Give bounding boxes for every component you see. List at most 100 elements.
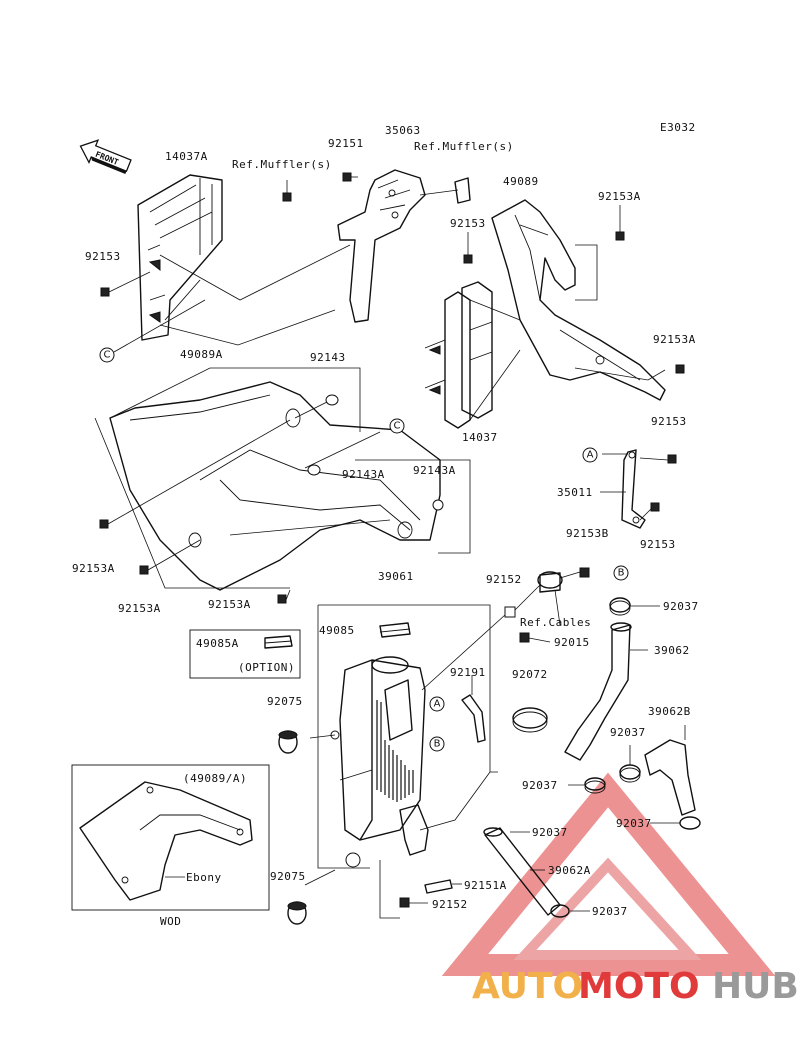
label-92152-top: 92152	[486, 573, 522, 586]
bolt-92151	[342, 172, 358, 182]
watermark-text: AUTO MOTO HUB	[472, 966, 799, 1007]
part-labels: 14037A 92151 35063 Ref.Muffler(s) Ref.Mu…	[72, 124, 699, 928]
label-49089A-ref: (49089/A)	[183, 772, 247, 785]
label-ref-cables: Ref.Cables	[520, 616, 591, 629]
label-92037-r1: 92037	[663, 600, 699, 613]
callout-b-right	[613, 565, 629, 581]
label-14037A: 14037A	[165, 150, 208, 163]
svg-text:B: B	[618, 568, 625, 579]
label-ebony: Ebony	[186, 871, 222, 884]
label-92153A-top: 92153A	[598, 190, 641, 203]
watermark-hub: HUB	[712, 966, 799, 1007]
label-92015: 92015	[554, 636, 590, 649]
watermark-logo	[441, 772, 776, 976]
svg-text:A: A	[434, 699, 441, 710]
bolt-92151A	[424, 879, 462, 894]
label-92143A-2: 92143A	[413, 464, 456, 477]
hose-92191	[461, 675, 486, 743]
callout-b-radiator	[429, 736, 445, 752]
label-49085: 49085	[319, 624, 355, 637]
label-92153A-r2: 92153A	[653, 333, 696, 346]
label-92143: 92143	[310, 351, 346, 364]
svg-text:B: B	[434, 739, 441, 750]
label-92153-r4: 92153	[640, 538, 676, 551]
bolt-92153-r4	[650, 502, 660, 512]
label-39062A: 39062A	[548, 864, 591, 877]
svg-text:A: A	[587, 450, 594, 461]
label-ref-muffler-2: Ref.Muffler(s)	[414, 140, 514, 153]
label-92152-b: 92152	[432, 898, 468, 911]
label-92075-2: 92075	[270, 870, 306, 883]
shroud-49089	[491, 199, 666, 401]
label-39062: 39062	[654, 644, 690, 657]
hose-39062	[564, 622, 648, 761]
clip-92015	[519, 632, 530, 643]
bolt-92153A-top	[615, 231, 625, 241]
bolt-92152-bottom	[399, 897, 428, 908]
callout-a-radiator	[429, 696, 445, 712]
bolt-92153A-l2	[139, 565, 149, 575]
label-92072: 92072	[512, 668, 548, 681]
label-39061: 39061	[378, 570, 414, 583]
label-92153A-l1: 92153A	[72, 562, 115, 575]
diagram-code: E3032	[660, 121, 696, 134]
label-49089: 49089	[503, 175, 539, 188]
callout-c-mid	[389, 418, 405, 434]
bolt-92153-mid	[463, 254, 473, 264]
bolt-92153-r3	[667, 454, 677, 464]
label-92153-mid: 92153	[450, 217, 486, 230]
bolt-92153A-b	[277, 594, 287, 604]
clamp-92037-b	[550, 904, 590, 918]
label-35011: 35011	[557, 486, 593, 499]
label-ref-muffler-1: Ref.Muffler(s)	[232, 158, 332, 171]
watermark-moto: MOTO	[578, 966, 700, 1007]
clamp-92037-r2	[619, 745, 641, 783]
label-92153A-l2: 92153A	[118, 602, 161, 615]
label-92153B: 92153B	[566, 527, 609, 540]
wod-inset	[71, 764, 270, 911]
option-box	[189, 629, 301, 679]
clamp-92037-r3	[650, 816, 701, 830]
label-35063: 35063	[385, 124, 421, 137]
clamp-92072	[512, 707, 548, 733]
label-92037-r2: 92037	[610, 726, 646, 739]
shroud-bracket-14037A	[137, 174, 223, 341]
label-92151: 92151	[328, 137, 364, 150]
clip-92152	[504, 567, 590, 626]
grommet-92143	[325, 394, 339, 406]
stay-35011	[600, 449, 669, 529]
callout-a-right	[582, 447, 598, 463]
cap-49085	[379, 622, 411, 638]
callout-c-left	[99, 347, 115, 363]
radiator-grill-14037	[424, 281, 521, 429]
bolt-92153-left	[100, 287, 110, 297]
label-92037-m1: 92037	[522, 779, 558, 792]
label-14037: 14037	[462, 431, 498, 444]
bolt-92153-top-left	[282, 180, 292, 202]
label-92153A-b: 92153A	[208, 598, 251, 611]
label-92153-left: 92153	[85, 250, 121, 263]
label-39062B: 39062B	[648, 705, 691, 718]
clamp-92037-r1	[609, 597, 660, 616]
label-49089A: 49089A	[180, 348, 223, 361]
label-92191: 92191	[450, 666, 486, 679]
watermark-auto: AUTO	[472, 966, 583, 1007]
label-92037-m2: 92037	[532, 826, 568, 839]
grommet-92143A-1	[307, 464, 321, 476]
label-92153-r3: 92153	[651, 415, 687, 428]
svg-text:C: C	[104, 350, 111, 361]
label-92037-r3: 92037	[616, 817, 652, 830]
grommet-92143A-2	[432, 499, 444, 511]
svg-text:C: C	[394, 421, 401, 432]
clamp-92037-m1	[568, 777, 606, 794]
muffler-bracket-35063	[337, 169, 471, 323]
label-92151A: 92151A	[464, 879, 507, 892]
bolt-92153A-l1	[99, 519, 109, 529]
bolt-92153A-r2	[675, 364, 685, 374]
label-92037-b: 92037	[592, 905, 628, 918]
label-option: (OPTION)	[238, 661, 295, 674]
front-arrow-icon: FRONT	[79, 139, 132, 174]
label-wod: WOD	[160, 915, 181, 928]
radiator-39061	[330, 656, 429, 868]
